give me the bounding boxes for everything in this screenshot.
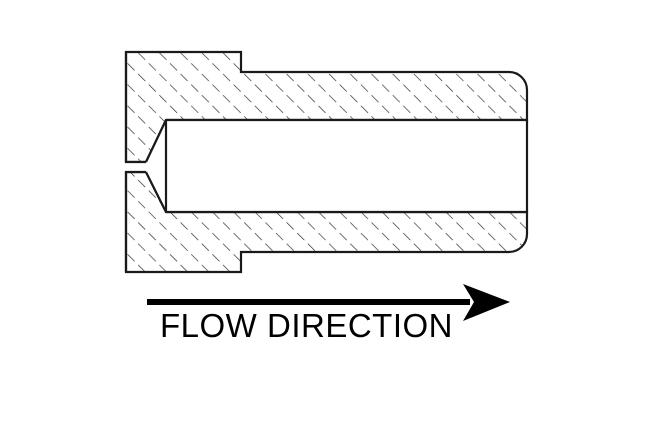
cone-lower-taper-line — [145, 171, 167, 213]
bore-void-fill — [166, 120, 527, 212]
flow-arrow-shaft — [147, 299, 470, 305]
flow-direction-arrow — [147, 284, 510, 321]
flow-arrow-head — [463, 284, 510, 321]
flow-direction-label: FLOW DIRECTION — [160, 307, 453, 344]
orifice-channel — [126, 160, 146, 174]
tapered-inlet-cone — [145, 119, 168, 213]
cone-void-fill — [146, 120, 166, 212]
through-bore-cavity — [166, 118, 529, 214]
cone-upper-taper-line — [145, 119, 167, 163]
orifice-void-fill — [126, 162, 146, 172]
